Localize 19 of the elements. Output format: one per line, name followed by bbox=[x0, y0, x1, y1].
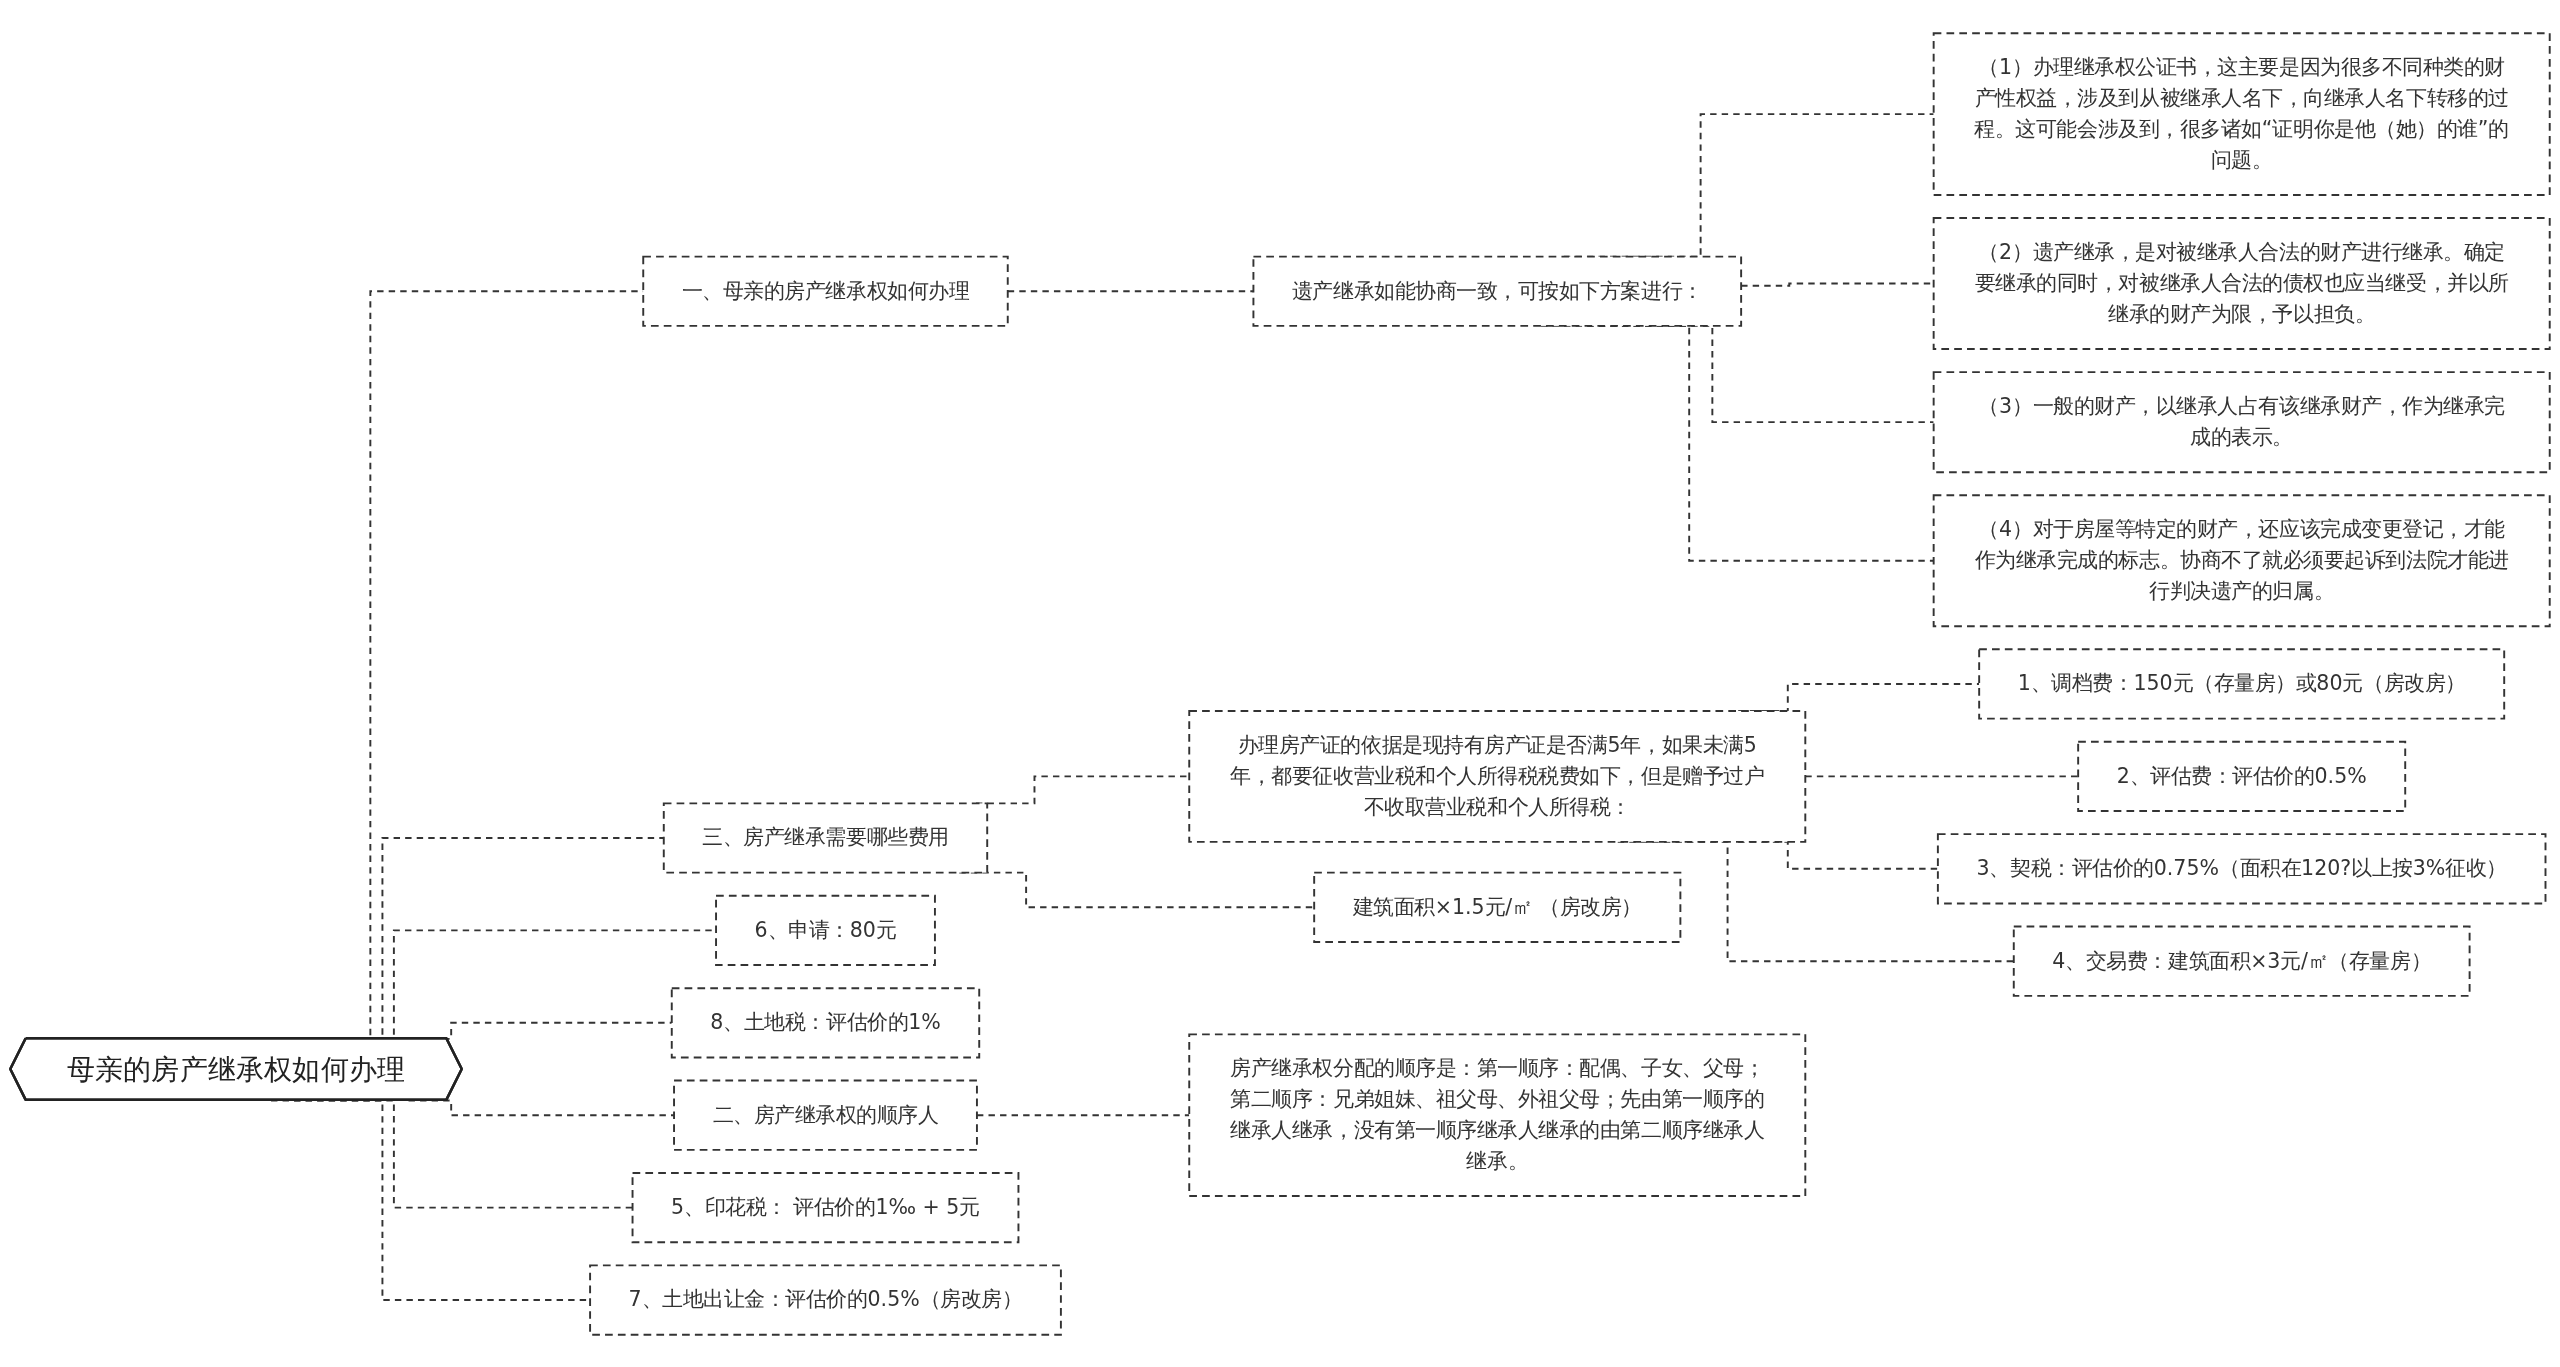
node-box: 一、母亲的房产继承权如何办理 bbox=[642, 255, 1009, 327]
node-box: 房产继承权分配的顺序是：第一顺序：配偶、子女、父母；第二顺序：兄弟姐妹、祖父母、外祖父母；先由第一顺序的继承人继承，没有第一顺序继承人继承的由第二顺序继承人继承。 bbox=[1188, 1032, 1807, 1197]
node-box: （2）遗产继承，是对被继承人合法的财产进行继承。确定要继承的同时，对被继承人合法的债权也应当继受，并以所继承的财产为限，予以担负。 bbox=[1932, 216, 2551, 350]
node-box: 6、申请：80元 bbox=[715, 894, 936, 966]
node-box: （1）办理继承权公证书，这主要是因为很多不同种类的财产性权益，涉及到从被继承人名下，向继承人名下转移的过程。这可能会涉及到，很多诸如“证明你是他（她）的谁”的问题。 bbox=[1932, 31, 2551, 196]
node-box: 8、土地税：评估价的1% bbox=[670, 986, 981, 1058]
node-box: 4、交易费：建筑面积×3元/㎡（存量房） bbox=[2012, 925, 2471, 997]
node-box: 建筑面积×1.5元/㎡ （房改房） bbox=[1313, 871, 1682, 943]
node-box: （4）对于房屋等特定的财产，还应该完成变更登记，才能作为继承完成的标志。协商不了就必须要起诉到法院才能进行判决遗产的归属。 bbox=[1932, 493, 2551, 627]
node-box: 5、印花税： 评估价的1‰ + 5元 bbox=[631, 1171, 1020, 1243]
node-box: 1、调档费：150元（存量房）或80元（房改房） bbox=[1978, 647, 2506, 720]
node-box: 二、房产继承权的顺序人 bbox=[673, 1079, 978, 1151]
node-box: 3、契税：评估价的0.75%（面积在120?以上按3%征收） bbox=[1936, 832, 2547, 904]
node-box: 2、评估费：评估价的0.5% bbox=[2077, 740, 2407, 812]
node-box: 办理房产证的依据是现持有房产证是否满5年，如果未满5年，都要征收营业税和个人所得税税费如下，但是赠予过户不收取营业税和个人所得税： bbox=[1188, 709, 1807, 843]
node-box: 7、土地出让金：评估价的0.5%（房改房） bbox=[589, 1263, 1062, 1336]
node-box: 三、房产继承需要哪些费用 bbox=[662, 801, 989, 874]
node-box: 遗产继承如能协商一致，可按如下方案进行： bbox=[1252, 255, 1743, 327]
node-box: （3）一般的财产，以继承人占有该继承财产，作为继承完成的表示。 bbox=[1932, 370, 2551, 473]
